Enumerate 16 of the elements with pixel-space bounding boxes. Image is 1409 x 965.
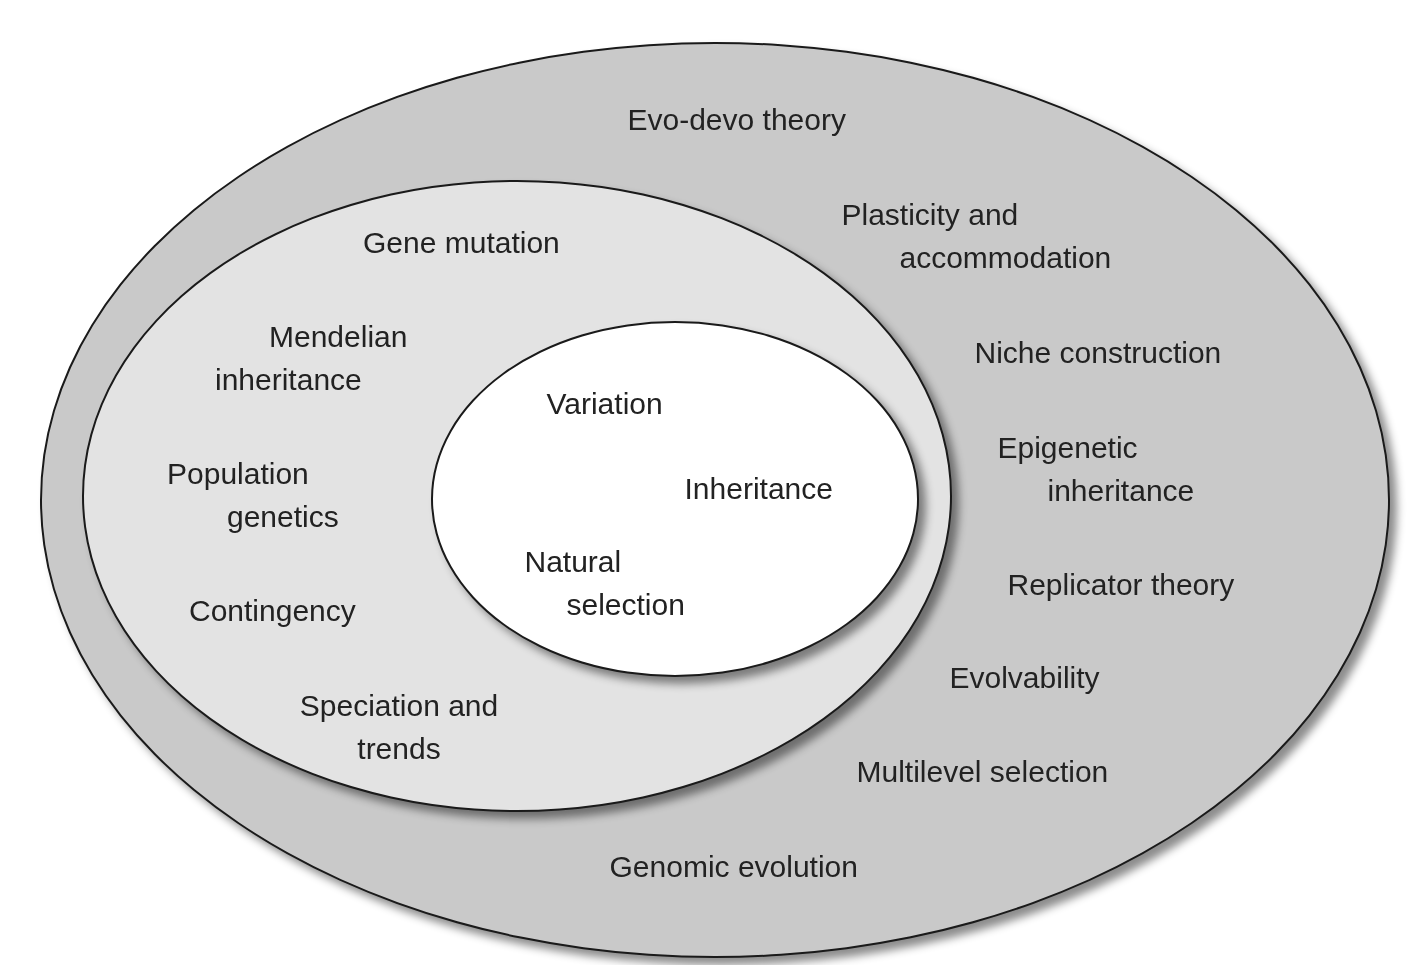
concept-label: Epigenetic inheritance xyxy=(997,429,1196,509)
concept-label: Multilevel selection xyxy=(856,753,1109,790)
concept-label: Genomic evolution xyxy=(609,848,858,885)
concept-label: Contingency xyxy=(189,593,356,629)
concept-label: Evolvability xyxy=(949,659,1100,696)
concept-label: Speciation and trends xyxy=(299,688,499,767)
concept-label: Inheritance xyxy=(684,470,833,507)
concept-label: Mendelian inheritance xyxy=(215,319,409,398)
concept-label: Natural selection xyxy=(524,543,686,623)
concept-label: Niche construction xyxy=(974,334,1222,371)
concept-label: Evo-devo theory xyxy=(627,101,846,138)
concept-label: Gene mutation xyxy=(363,225,560,261)
concept-label: Plasticity and accommodation xyxy=(841,196,1113,276)
concept-label: Variation xyxy=(546,385,663,422)
concept-label: Replicator theory xyxy=(1007,566,1235,603)
concept-label: Population genetics xyxy=(167,456,340,535)
